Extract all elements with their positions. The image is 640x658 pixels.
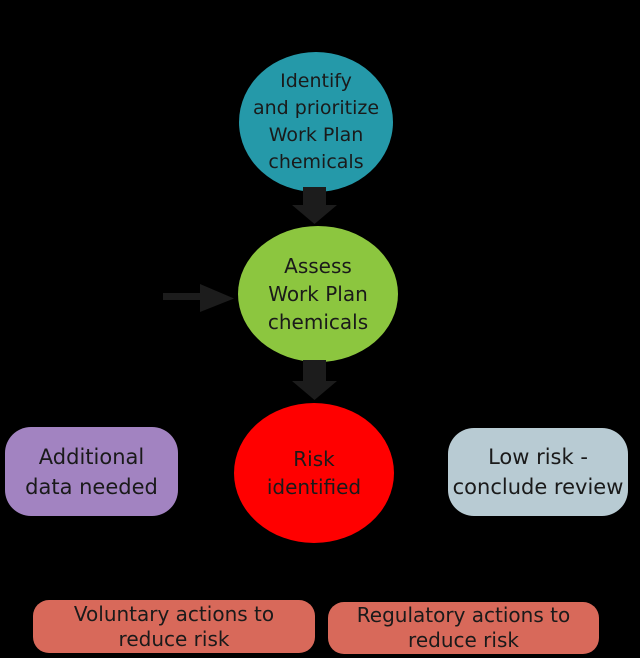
assess-circle-label-line: chemicals bbox=[267, 310, 369, 334]
risk-circle-label-line: Risk bbox=[293, 447, 335, 471]
voluntary-actions-label-line: Voluntary actions to bbox=[73, 601, 275, 626]
risk-circle-label-line: identified bbox=[266, 475, 362, 499]
additional-data-label-line: Additional bbox=[38, 444, 145, 469]
arrow-left-into-assess-icon bbox=[163, 284, 234, 312]
arrow-identify-to-assess-icon bbox=[292, 187, 337, 224]
risk-identified-circle: Risk identified bbox=[234, 403, 394, 543]
voluntary-actions-box: Voluntary actions to reduce risk bbox=[33, 600, 315, 653]
additional-data-box: Additional data needed bbox=[5, 427, 178, 516]
identify-prioritize-circle: Identify and prioritize Work Plan chemic… bbox=[239, 52, 393, 192]
assess-circle: Assess Work Plan chemicals bbox=[238, 226, 398, 362]
regulatory-actions-box: Regulatory actions to reduce risk bbox=[328, 602, 599, 654]
regulatory-actions-label-line: reduce risk bbox=[408, 628, 519, 652]
low-risk-box: Low risk - conclude review bbox=[448, 428, 628, 516]
low-risk-label-line: conclude review bbox=[452, 475, 624, 499]
assess-circle-label-line: Assess bbox=[284, 254, 352, 278]
low-risk-label-line: Low risk - bbox=[488, 445, 588, 469]
identify-circle-label-line: Identify bbox=[280, 70, 352, 92]
identify-circle-label-line: Work Plan bbox=[268, 124, 364, 146]
regulatory-actions-label-line: Regulatory actions to bbox=[356, 603, 571, 627]
arrow-assess-to-risk-icon bbox=[292, 360, 337, 400]
voluntary-actions-label-line: reduce risk bbox=[118, 626, 230, 651]
additional-data-label-line: data needed bbox=[25, 474, 158, 499]
assess-circle-label-line: Work Plan bbox=[268, 282, 368, 306]
identify-circle-label-line: and prioritize bbox=[252, 97, 380, 119]
identify-circle-label-line: chemicals bbox=[268, 151, 364, 173]
